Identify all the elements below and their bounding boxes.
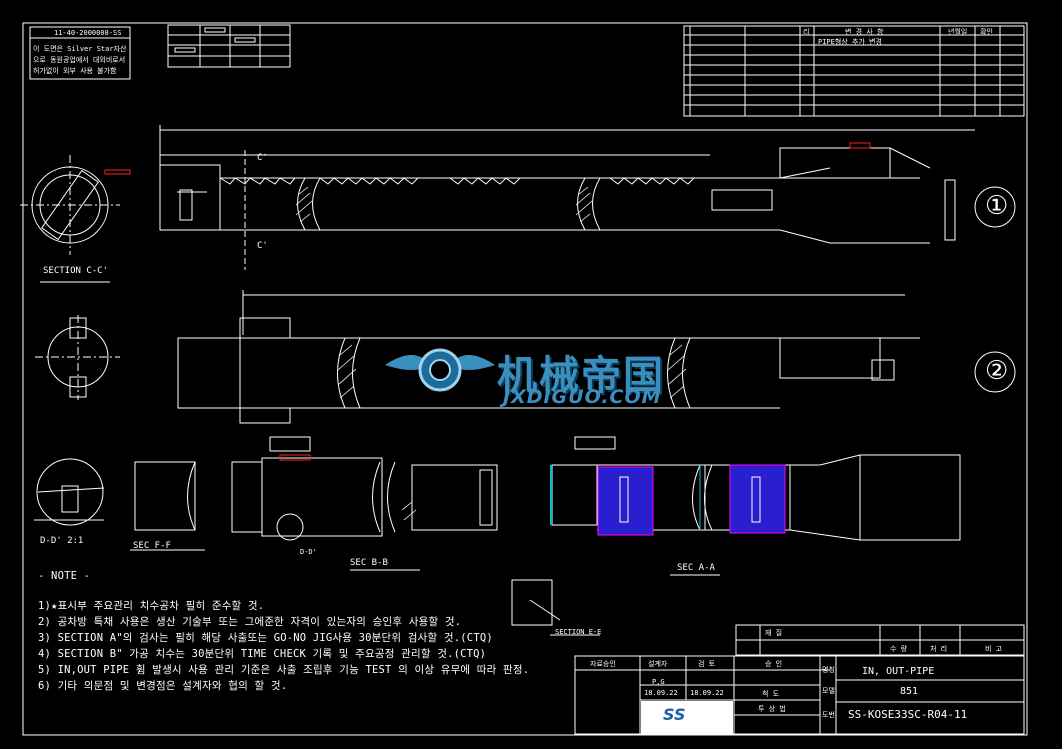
section-ee — [511, 579, 600, 636]
revision-entry: PIPE형상 추가 변경 — [818, 38, 882, 46]
drawing-number: SS-KOSE33SC-R04-11 — [848, 708, 968, 721]
watermark-chinese: 机械帝国 — [497, 353, 665, 399]
tb-material-label: 재 질 — [765, 629, 783, 637]
blue-block-right — [729, 464, 786, 534]
doc-number-box — [29, 26, 131, 80]
note-3: 3) SECTION A"의 검사는 필히 해당 사출또는 GO-NO JIG사… — [38, 632, 493, 644]
revision-col-date: 년월일 — [948, 28, 968, 36]
colored-marks — [104, 142, 871, 536]
pipe-2-view — [177, 290, 1016, 424]
watermark-emblem — [385, 348, 495, 392]
mark-c-top: C' — [257, 153, 268, 163]
title-block — [574, 624, 1025, 735]
tb-approval-label: 자료승인 — [590, 660, 616, 668]
revision-col-sign: 확인 — [980, 28, 993, 36]
logo-text: SS — [663, 705, 686, 724]
section-ee-label: SECTION E-E — [555, 628, 602, 636]
note-6: 6) 기타 의문점 및 변경점은 설계자와 협의 할 것. — [38, 680, 288, 692]
tb-scale-label: 척 도 — [762, 690, 780, 698]
top-note-line-2: 으로 동원공업에서 대외비로서 — [33, 56, 126, 64]
section-cc-view — [20, 155, 120, 283]
detail-dd-label: D-D' 2:1 — [40, 536, 84, 546]
section-view-2 — [35, 315, 120, 400]
blue-block-left — [597, 466, 654, 536]
part-number-1: ① — [985, 191, 1009, 221]
doc-number: 11-40-2000008-SS — [54, 29, 122, 37]
part-number-2: ② — [985, 356, 1009, 386]
tb-dwg-label: 도번 — [822, 711, 835, 719]
notes-title: - NOTE - — [38, 570, 91, 582]
tb-name-label: 명칭 — [822, 666, 835, 674]
section-bb-label: SEC B-B — [350, 558, 388, 568]
revision-table — [683, 25, 1025, 117]
tb-designer: P,G — [652, 678, 665, 686]
top-note-line-1: 이 도면은 Silver Star자산 — [33, 45, 127, 53]
note-5: 5) IN,OUT PIPE 휨 발생시 사용 관리 기준은 사출 조립후 기능… — [38, 664, 530, 676]
pipe-1-view — [159, 125, 1016, 270]
section-ff — [130, 461, 205, 551]
section-aa-label: SEC A-A — [677, 563, 715, 573]
company-logo: SS — [641, 701, 733, 735]
detail-dd — [34, 458, 105, 526]
mark-c-bottom: C' — [257, 241, 268, 251]
section-middle-pipe — [401, 464, 498, 531]
tb-approve-header: 승 인 — [765, 660, 783, 668]
tb-date-2: 18.09.22 — [690, 689, 724, 697]
revision-col-mark: 리 — [803, 28, 810, 36]
tb-check-header: 검 토 — [698, 660, 716, 668]
top-small-grid — [167, 24, 291, 68]
section-ff-label: SEC F-F — [133, 541, 171, 551]
tb-treat-label: 처 리 — [930, 645, 948, 653]
drawing-border — [22, 22, 1028, 736]
tb-date-1: 18.09.22 — [644, 689, 678, 697]
note-4: 4) SECTION B" 가공 치수는 30분단위 TIME CHECK 기록… — [38, 648, 487, 660]
tb-model-label: 모델 — [822, 687, 835, 695]
revision-col-content: 변 경 사 항 — [845, 28, 884, 36]
top-note-line-3: 허가없이 외부 사용 불가함 — [33, 67, 117, 75]
tb-remark-label: 비 고 — [985, 645, 1003, 653]
tb-qty-label: 수 량 — [890, 645, 908, 653]
section-bb — [231, 436, 420, 571]
note-2: 2) 공차방 특채 사용은 생산 기술부 또는 그에준한 자격이 있는자의 승인… — [38, 616, 462, 628]
tb-design-header: 설계자 — [648, 660, 668, 668]
section-cc-label: SECTION C-C' — [43, 266, 109, 276]
mark-dd: D-D' — [300, 548, 317, 556]
watermark-english: JXDIGUO.COM — [503, 386, 662, 408]
note-1: 1)★표시부 주요관리 치수공차 필히 준수할 것. — [38, 600, 265, 612]
model-number: 851 — [900, 686, 919, 697]
tb-projection-label: 투 상 법 — [758, 705, 786, 713]
part-name: IN, OUT-PIPE — [862, 666, 935, 677]
